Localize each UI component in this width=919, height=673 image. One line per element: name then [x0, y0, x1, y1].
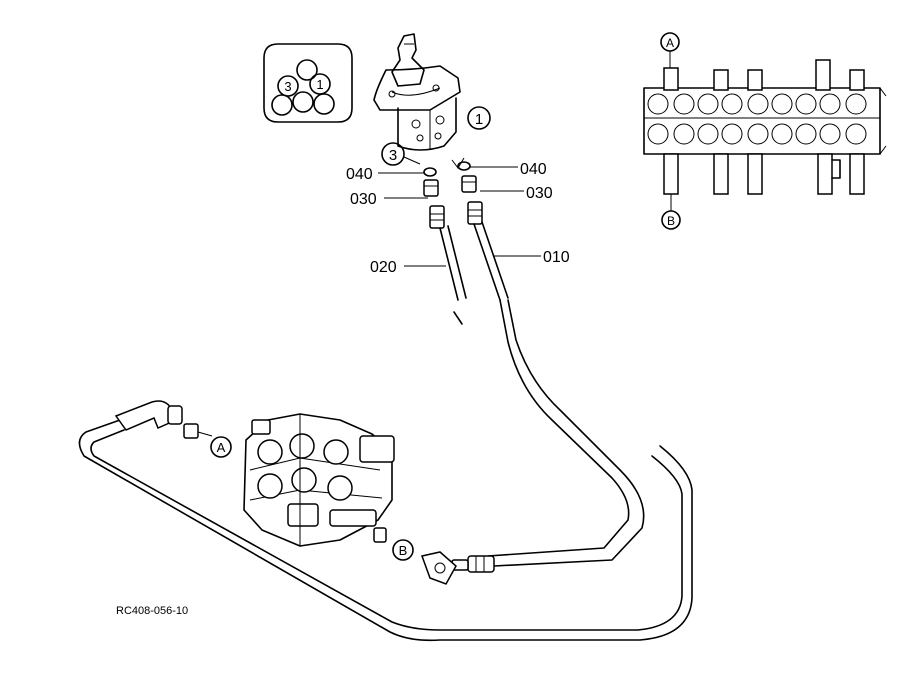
- label-020: 020: [370, 259, 397, 276]
- label-030-left: 030: [350, 191, 377, 208]
- inset-port-bc: [292, 91, 314, 113]
- part-3-label: 3: [389, 147, 397, 164]
- label-030-right: 030: [526, 185, 553, 202]
- o-ring-040-right: [457, 161, 471, 171]
- return-hose-loop: [78, 419, 693, 642]
- inset-port-br: [313, 93, 335, 115]
- valve-bank-inset: [643, 59, 887, 195]
- port-pattern-inset: 3 1: [263, 43, 353, 123]
- inset-port-3: [277, 75, 299, 97]
- inset-port-top: [296, 59, 318, 81]
- leader-030-left: 030: [350, 191, 428, 208]
- control-valve-assembly: [243, 413, 395, 547]
- leader-020: 020: [370, 259, 446, 276]
- leader-040-right: 040: [470, 161, 547, 178]
- port-b-main-label: B: [399, 543, 408, 558]
- loop-elbow-fitting: [114, 400, 213, 439]
- label-040-left: 040: [346, 166, 373, 183]
- adapter-030-right: [461, 175, 483, 225]
- port-a-inset-label: A: [666, 36, 674, 50]
- hose-end-fitting: [451, 555, 495, 573]
- callout-part-1: 1: [467, 106, 491, 130]
- port-b-inset-label: B: [667, 214, 675, 228]
- valve-bank-spools: [647, 93, 867, 145]
- adapter-030-left: [423, 179, 445, 229]
- port-a-main-label: A: [217, 440, 226, 455]
- drawing-code: RC408-056-10: [116, 605, 188, 617]
- inset-port-bl: [271, 94, 293, 116]
- port-a-inset: A: [660, 32, 680, 68]
- port-b-main: B: [392, 539, 414, 561]
- hose-020: [439, 225, 467, 325]
- pilot-valve-joystick: [373, 33, 461, 151]
- label-010: 010: [543, 249, 570, 266]
- label-040-right: 040: [520, 161, 547, 178]
- inset-label-3: 3: [284, 79, 291, 94]
- port-a-main: A: [210, 436, 232, 458]
- leader-010: 010: [494, 249, 570, 266]
- part-1-label: 1: [475, 111, 483, 128]
- hose-010: [473, 221, 645, 567]
- leader-030-right: 030: [480, 185, 553, 202]
- inset-label-1: 1: [316, 77, 323, 92]
- callout-part-3: 3: [381, 142, 405, 166]
- o-ring-040-left: [423, 167, 437, 177]
- port-b-inset: B: [661, 194, 681, 230]
- leader-040-left: 040: [346, 166, 424, 183]
- elbow-fitting-b: [421, 551, 457, 585]
